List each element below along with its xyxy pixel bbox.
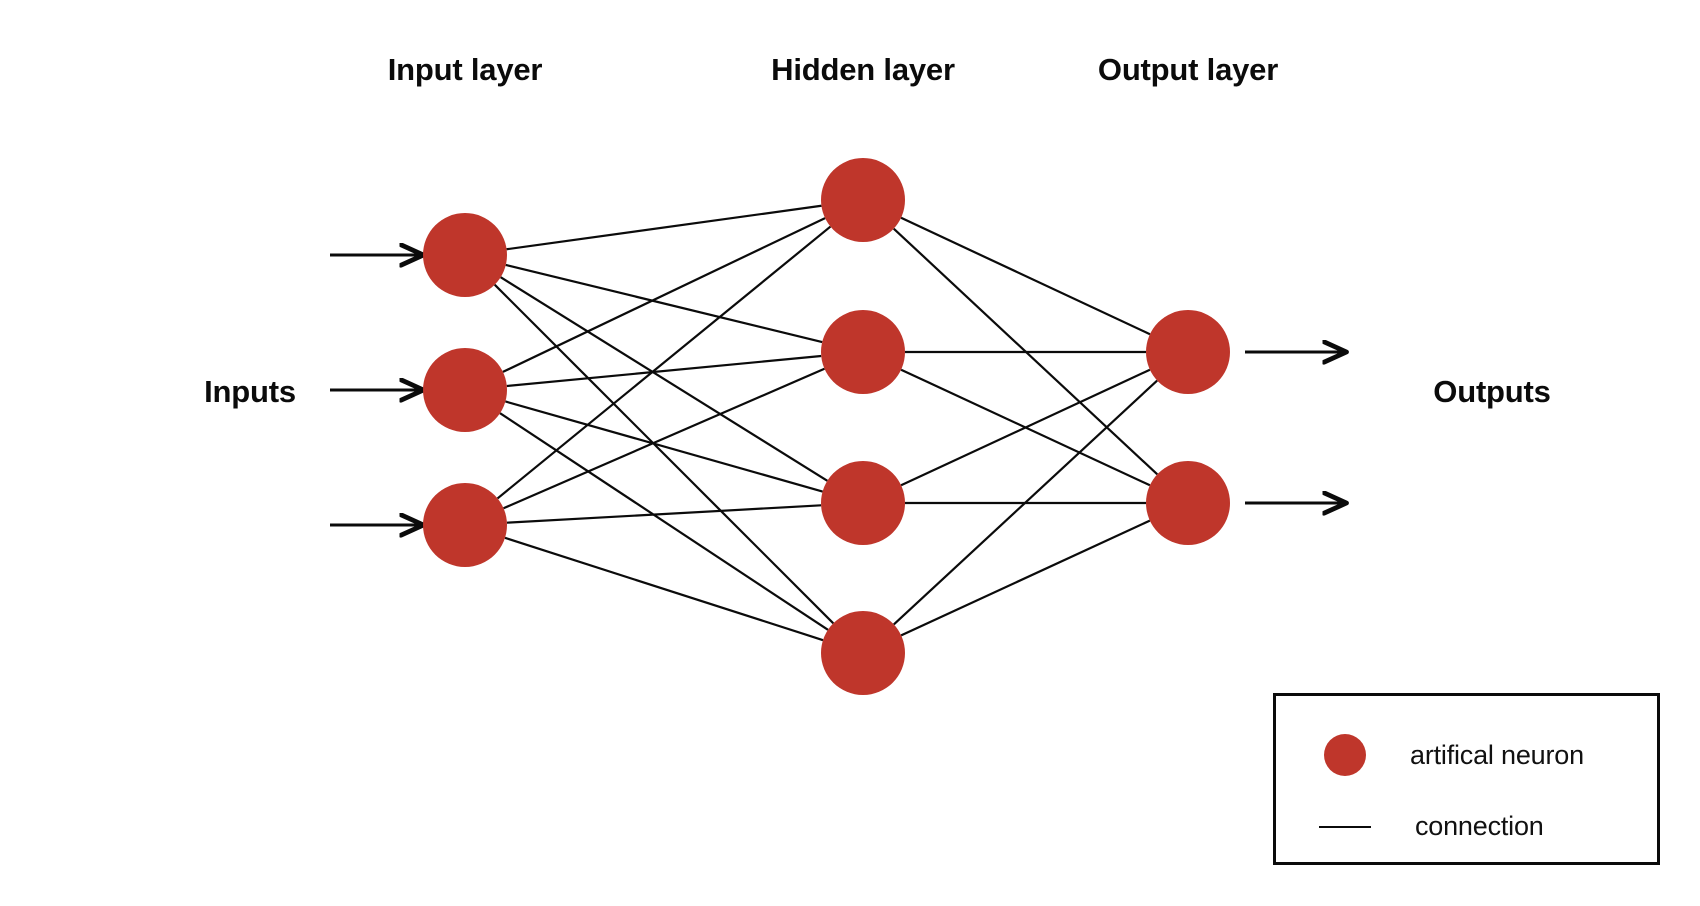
neuron-i3[interactable] [423,483,507,567]
neuron-i1[interactable] [423,213,507,297]
connection-line [900,519,1151,637]
connection-line [500,276,828,482]
connection-line [505,400,823,493]
connection-line [504,536,824,642]
neuron-h1[interactable] [821,158,905,242]
neuron-o2[interactable] [1146,461,1230,545]
io-arrows-group [330,255,1345,525]
neuron-h3[interactable] [821,461,905,545]
connection-line [506,204,822,251]
legend-item-neuron-label: artifical neuron [1410,739,1584,770]
legend-item-connection: connection [1319,811,1544,842]
connection-line [496,225,832,500]
neuron-o1[interactable] [1146,310,1230,394]
connection-line-icon [1319,825,1371,828]
connection-line [506,504,822,524]
connection-line [506,354,822,388]
connection-line [893,379,1158,626]
legend: artifical neuron connection [1273,693,1660,865]
connections-group [493,204,1159,642]
connection-line [502,217,826,373]
heading-hidden-layer: Hidden layer [771,52,955,87]
connection-line [503,367,825,510]
heading-output-layer: Output layer [1097,52,1279,87]
legend-item-connection-label: connection [1415,811,1544,841]
connection-line [900,216,1151,336]
connection-line [493,283,835,625]
outputs-label: Outputs [1433,374,1551,409]
neurons-group [423,158,1230,695]
connection-line [505,263,823,344]
connection-line [900,368,1151,487]
neuron-i2[interactable] [423,348,507,432]
legend-item-neuron: artifical neuron [1324,734,1584,776]
neuron-h2[interactable] [821,310,905,394]
heading-input-layer: Input layer [387,52,543,87]
connection-line [499,412,829,631]
artifical-neuron-icon [1324,734,1366,776]
neuron-h4[interactable] [821,611,905,695]
inputs-label: Inputs [204,374,296,409]
